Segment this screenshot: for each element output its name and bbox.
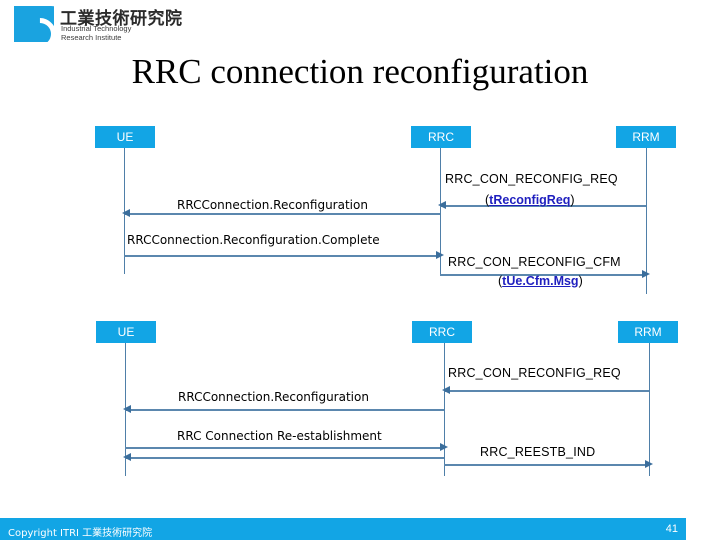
diagram1-msg4-label: RRC_CON_RECONFIG_CFM xyxy=(448,255,621,269)
diagram2-msg4-line xyxy=(444,464,649,466)
diagram1-msg3-arrowhead-icon xyxy=(436,251,444,259)
diagram2-lifeline-rrm xyxy=(649,343,650,476)
diagram1-msg3-label: RRCConnection.Reconfiguration.Complete xyxy=(127,233,380,247)
itri-logo-name-chinese: 工業技術研究院 xyxy=(60,9,183,29)
diagram1-msg1-sublabel: (tReconfigReq) xyxy=(485,193,575,207)
diagram2-actor-ue: UE xyxy=(96,321,156,343)
diagram1-lifeline-rrm xyxy=(646,148,647,294)
diagram2-msg3-label: RRC Connection Re-establishment xyxy=(177,429,382,443)
diagram1-actor-ue: UE xyxy=(95,126,155,148)
diagram1-msg2-line xyxy=(124,213,440,215)
footer-page-number: 41 xyxy=(665,523,678,535)
diagram1-lifeline-rrc xyxy=(440,148,441,274)
footer-copyright: Copyright ITRI 工業技術研究院 xyxy=(8,528,153,539)
diagram2-msg2-arrowhead-icon xyxy=(123,405,131,413)
diagram1-msg4-sublabel-link[interactable]: tUe.Cfm.Msg xyxy=(502,274,579,288)
diagram2-msg3-line-secondary xyxy=(125,457,444,459)
diagram1-msg2-label: RRCConnection.Reconfiguration xyxy=(177,198,368,212)
diagram1-msg1-sublabel-prefix: ( xyxy=(485,193,490,207)
itri-logo-name-english: Industrial Technology Research Institute xyxy=(61,24,131,42)
diagram1-msg2-arrowhead-icon xyxy=(122,209,130,217)
itri-logo-name-english-line2: Research Institute xyxy=(61,33,122,42)
diagram2-msg3-line xyxy=(125,447,444,449)
diagram2-msg3-arrowhead-icon xyxy=(440,443,448,451)
diagram1-msg4-sublabel-suffix: ) xyxy=(578,274,583,288)
diagram1-msg1-sublabel-link[interactable]: tReconfigReq xyxy=(489,193,571,207)
diagram2-msg2-line xyxy=(125,409,444,411)
diagram2-msg3-arrowhead-return-icon xyxy=(123,453,131,461)
itri-logo-mark-icon xyxy=(14,6,54,42)
itri-logo: 工業技術研究院 Industrial Technology Research I… xyxy=(14,4,184,44)
diagram1-msg1-label: RRC_CON_RECONFIG_REQ xyxy=(445,172,618,186)
diagram1-actor-rrm: RRM xyxy=(616,126,676,148)
diagram2-msg1-line xyxy=(444,390,649,392)
itri-logo-name-english-line1: Industrial Technology xyxy=(61,24,132,33)
diagram1-msg4-sublabel-prefix: ( xyxy=(498,274,503,288)
diagram1-msg1-line xyxy=(440,205,646,207)
diagram1-msg4-sublabel: (tUe.Cfm.Msg) xyxy=(498,274,583,288)
diagram2-msg1-arrowhead-icon xyxy=(442,386,450,394)
diagram2-actor-rrm: RRM xyxy=(618,321,678,343)
diagram1-msg4-arrowhead-icon xyxy=(642,270,650,278)
slide-title: RRC connection reconfiguration xyxy=(131,52,589,91)
diagram2-msg4-arrowhead-icon xyxy=(645,460,653,468)
diagram2-msg1-label: RRC_CON_RECONFIG_REQ xyxy=(448,366,621,380)
diagram2-lifeline-rrc xyxy=(444,343,445,476)
diagram1-msg1-sublabel-suffix: ) xyxy=(570,193,575,207)
diagram1-msg3-line xyxy=(124,255,440,257)
diagram1-actor-rrc: RRC xyxy=(411,126,471,148)
diagram2-msg4-label: RRC_REESTB_IND xyxy=(480,445,596,459)
diagram2-msg2-label: RRCConnection.Reconfiguration xyxy=(178,390,369,404)
footer-bar xyxy=(0,518,686,540)
diagram2-actor-rrc: RRC xyxy=(412,321,472,343)
diagram1-msg4-line xyxy=(440,274,646,276)
diagram1-msg1-arrowhead-icon xyxy=(438,201,446,209)
